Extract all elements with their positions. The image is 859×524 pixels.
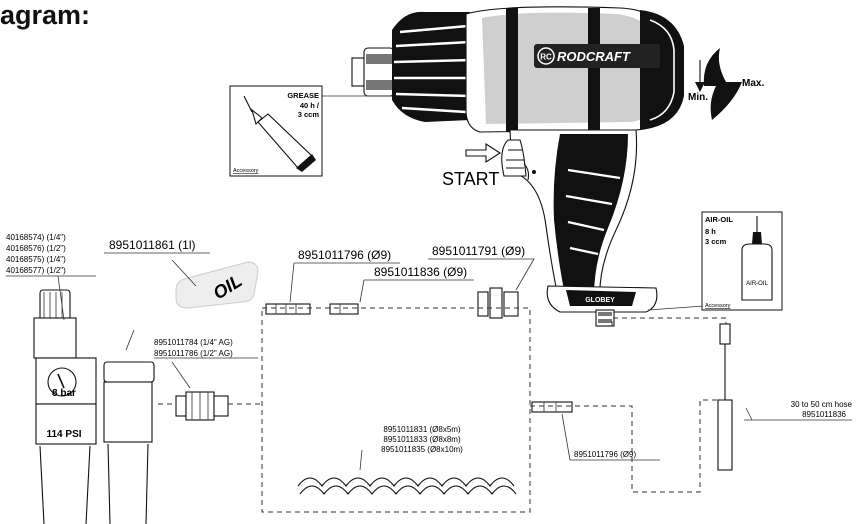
hose-833-part-number: 8951011833 (Ø8x8m) [383,435,461,444]
air-oil-accessory-label: Accessory [705,303,731,309]
oil-can-icon: OIL [171,259,259,309]
regulator-code-2: 40168576) (1/2") [6,244,66,253]
front-boot [392,11,476,122]
brand-label: RODCRAFT [557,49,631,64]
air-oil-volume: 3 ccm [705,237,727,246]
grease-volume: 3 ccm [298,110,320,119]
motor-housing: RC RODCRAFT [465,6,684,133]
grease-interval: 40 h / [300,101,320,110]
start-indicator: START [442,142,502,189]
filter-regulator-unit: 8 bar 114 PSI [33,289,155,524]
grease-accessory-label: Accessory [233,168,259,174]
grip-brand: GLOBEY [585,297,615,304]
max-label: Max. [742,78,764,89]
grease-label: GREASE [287,91,319,100]
oil-bottle-icon: AIR-OIL [741,216,773,301]
air-line [158,307,727,513]
grease-box: GREASE 40 h / 3 ccm Accessory [229,85,392,177]
regulator-code-3: 40168575) (1/4") [6,255,66,264]
pistol-grip: GLOBEY [501,129,658,327]
adapter-786-part-number: 8951011786 (1/2" AG) [154,349,233,358]
coupling-796b-part-number: 8951011796 (Ø9) [574,450,636,459]
air-oil-label: AIR-OIL [705,215,733,224]
whip-hose-part-number: 8951011836 [802,410,846,419]
regulator-code-1: 40168574) (1/4") [6,233,66,242]
coupling-top-left [265,303,311,315]
adapter-784-part-number: 8951011784 (1/4" AG) [154,338,233,347]
whip-hose-length: 30 to 50 cm hose [791,400,853,409]
pressure-psi: 114 PSI [46,429,81,440]
coupling-top-middle [329,303,359,315]
brand-mark: RC [540,53,552,62]
power-regulator-indicator: Min. Max. [688,48,764,120]
coupling-836-part-number: 8951011836 (Ø9) [374,265,467,279]
coiled-hose [297,449,517,495]
hose-831-part-number: 8951011831 (Ø8x5m) [383,425,461,434]
oil-part-number: 8951011861 (1l) [109,238,196,252]
part-numbers: 40168574) (1/4") 40168576) (1/2") 401685… [6,233,853,461]
whip-hose [717,323,753,471]
regulator-code-4: 40168577) (1/2") [6,266,66,275]
start-label: START [442,169,499,189]
air-oil-interval: 8 h [705,227,716,236]
hose-835-part-number: 8951011835 (Ø8x10m) [381,445,463,454]
grease-tube-icon [243,95,316,172]
adapter-fitting [171,361,229,421]
coupling-right [531,401,573,413]
page-heading: agram: [0,0,91,30]
impact-wrench: RC RODCRAFT GLOBEY [351,6,684,327]
bottle-label: AIR-OIL [746,281,768,287]
min-label: Min. [688,92,708,103]
coupling-796-part-number: 8951011796 (Ø9) [298,248,391,262]
square-drive [351,47,395,97]
air-oil-box: AIR-OIL 8 h 3 ccm AIR-OIL Accessory [647,211,783,311]
pressure-bar: 8 bar [52,388,76,399]
coupling-791-part-number: 8951011791 (Ø9) [432,244,525,258]
coupling-top-right [477,287,519,319]
